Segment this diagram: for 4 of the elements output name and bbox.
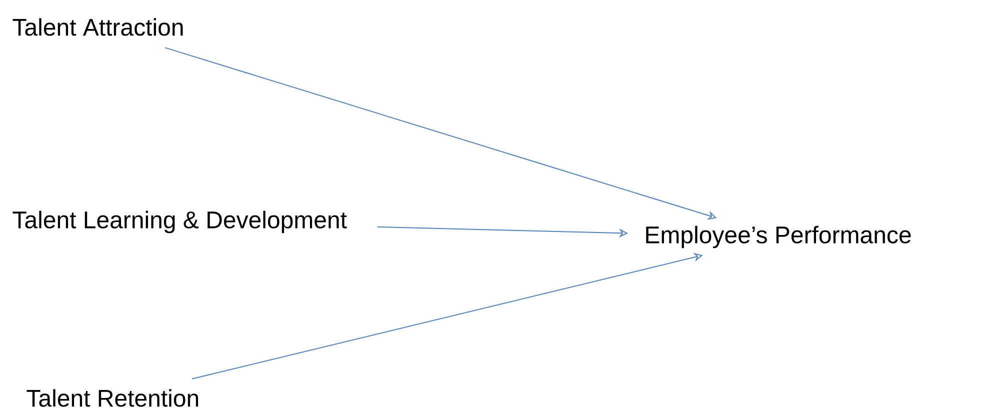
node-label: Talent Retention	[26, 389, 198, 407]
node-label: Talent Learning & Development	[12, 210, 347, 234]
node-label: Talent Attraction	[12, 18, 183, 36]
node-label: Employee’s Performance	[646, 226, 911, 248]
